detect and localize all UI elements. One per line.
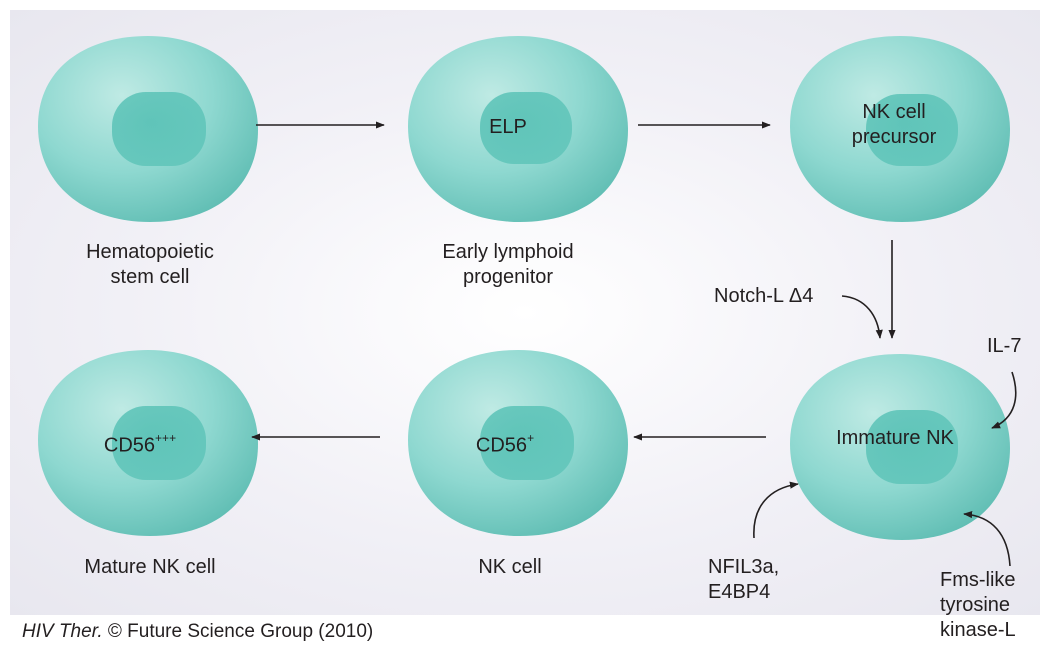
arrow-flt3 (963, 510, 1011, 567)
factor-notch: Notch-L Δ4 (714, 285, 814, 307)
factor-il7: IL-7 (987, 335, 1022, 357)
label-nk-precursor-inner: NK cell precursor (851, 101, 937, 148)
label-immature-nk-inner: Immature NK (836, 427, 954, 449)
label-nk-cell-sup: + (527, 431, 535, 445)
cell-nk-precursor (790, 36, 1010, 222)
label-nk-cell-cd56: CD56 (475, 434, 528, 457)
label-mature-nk-sup: +++ (155, 431, 177, 445)
caption-nk-cell: NK cell (478, 556, 542, 578)
cell-elp (408, 36, 628, 222)
label-elp-inner: ELP (489, 116, 527, 138)
factor-flt3: Fms-like tyrosine kinase-L (940, 569, 1016, 641)
arrow-il7 (991, 371, 1017, 429)
cell-hematopoietic-stem (38, 36, 258, 222)
credit-journal: HIV Ther. (22, 621, 103, 642)
cell-nk (408, 350, 628, 536)
caption-elp: Early lymphoid progenitor (442, 241, 574, 288)
arrow-notch (841, 295, 883, 339)
label-mature-nk-inner: CD56+++ (80, 428, 200, 459)
caption-mature-nk: Mature NK cell (84, 556, 216, 578)
figure-credit: HIV Ther. © Future Science Group (2010) (22, 621, 373, 643)
label-mature-nk-cd56: CD56 (103, 434, 156, 457)
arrow-nfil3 (753, 481, 799, 539)
caption-hematopoietic-stem: Hematopoietic stem cell (86, 241, 214, 288)
factor-nfil3: NFIL3a, E4BP4 (708, 556, 780, 603)
credit-rest: © Future Science Group (2010) (102, 621, 374, 642)
cell-mature-nk (38, 350, 258, 536)
label-nk-cell-inner: CD56+ (455, 428, 555, 459)
cell-immature-nk (790, 354, 1010, 540)
